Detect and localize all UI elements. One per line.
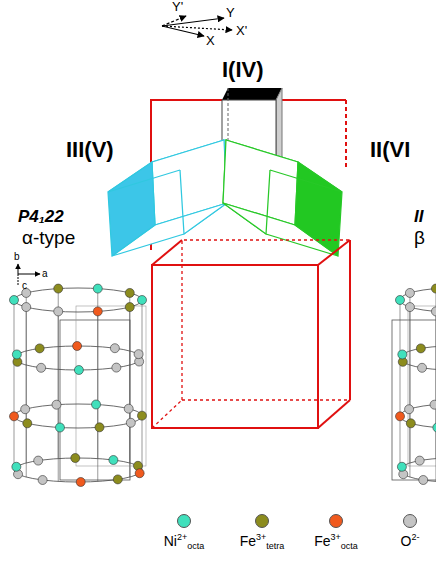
atom-swatch — [329, 514, 343, 528]
structure-type: β — [414, 228, 425, 249]
structure-type: α-type — [22, 228, 75, 249]
cube-two — [223, 140, 342, 256]
lattice-axis: a — [42, 268, 48, 279]
lattice-axis: c — [22, 280, 27, 291]
space-group: P4₁22 — [18, 208, 64, 227]
alpha-cage — [10, 284, 147, 486]
legend-text: Fe3+octa — [314, 532, 358, 551]
legend-text: O2- — [401, 532, 420, 549]
lattice-axes — [18, 264, 40, 286]
legend-text: Fe3+tetra — [240, 532, 285, 551]
atom-swatch — [403, 514, 417, 528]
domain-label: II(VI — [370, 138, 410, 162]
domain-label: I(IV) — [222, 58, 264, 82]
crystal-cages — [10, 284, 436, 486]
big-red-cube — [152, 240, 350, 428]
beta-cage — [392, 284, 436, 486]
cube-three — [108, 140, 227, 256]
lattice-axis: b — [14, 251, 20, 262]
axis-label: Y — [226, 6, 235, 20]
axis-label: X' — [236, 24, 247, 38]
atom-swatch — [255, 514, 269, 528]
domain-label: III(V) — [66, 138, 114, 162]
legend-text: Ni2+octa — [164, 532, 205, 551]
atom-swatch — [177, 514, 191, 528]
axis-label: X — [206, 34, 215, 48]
axis-label: Y' — [172, 0, 183, 14]
space-group: II — [414, 208, 423, 227]
axis-arrows — [162, 16, 232, 36]
